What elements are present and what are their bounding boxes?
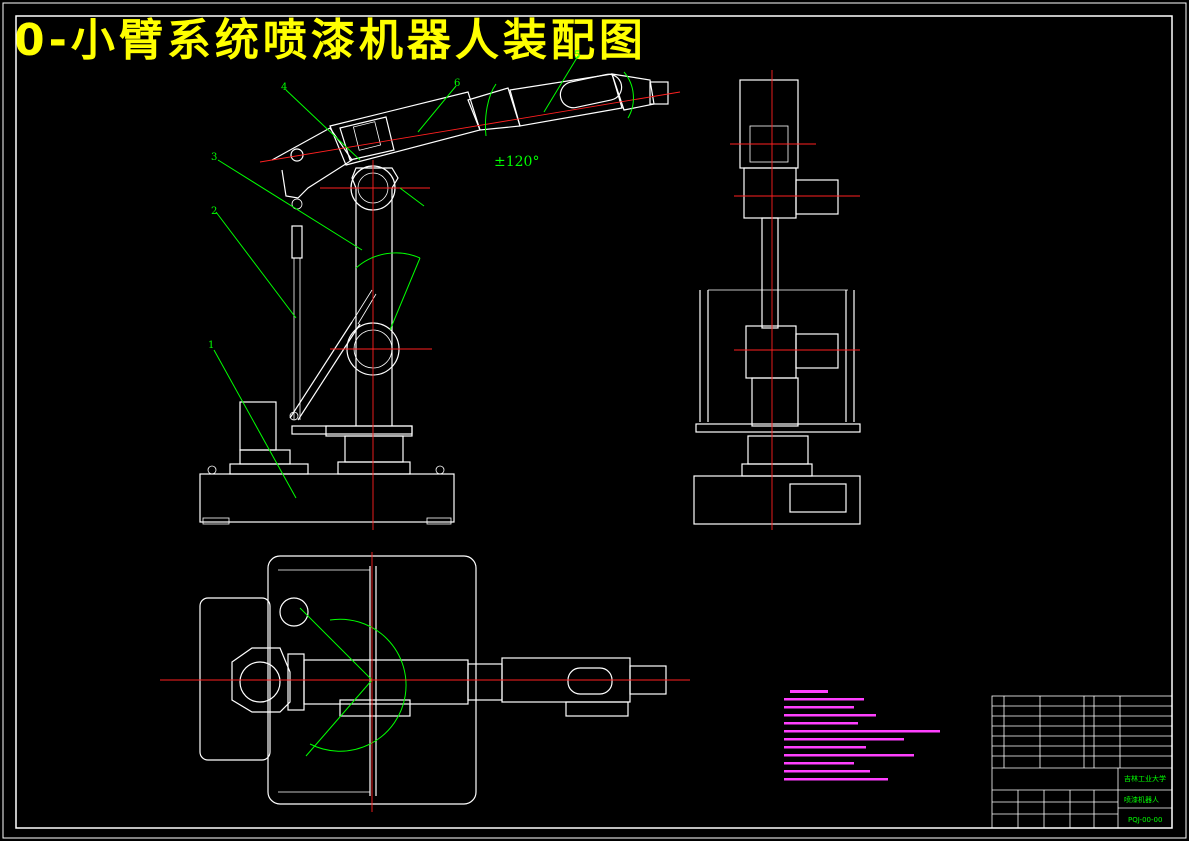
angle-annotation: ±120° xyxy=(494,154,539,170)
title-block-school: 吉林工业大学 xyxy=(1124,774,1166,783)
part-label: 1 xyxy=(208,340,214,351)
technical-notes xyxy=(784,690,940,781)
part-label: 6 xyxy=(454,78,460,89)
title-block-drawing-name: 喷漆机器人 xyxy=(1124,795,1159,804)
top-view xyxy=(160,552,690,812)
drawing-title: 0-小臂系统喷漆机器人装配图 xyxy=(14,15,647,66)
part-labels: 1 2 3 4 5 6 xyxy=(208,50,580,351)
title-block-drawing-code: PQJ-00-00 xyxy=(1128,816,1162,824)
title-block: 吉林工业大学 喷漆机器人 PQJ-00-00 xyxy=(991,695,1173,829)
part-label: 2 xyxy=(211,206,217,217)
part-label: 3 xyxy=(211,152,217,163)
inner-frame xyxy=(15,15,1173,829)
part-label: 5 xyxy=(574,50,580,61)
part-label: 4 xyxy=(281,82,287,93)
side-view xyxy=(693,70,861,530)
front-view xyxy=(199,55,681,530)
